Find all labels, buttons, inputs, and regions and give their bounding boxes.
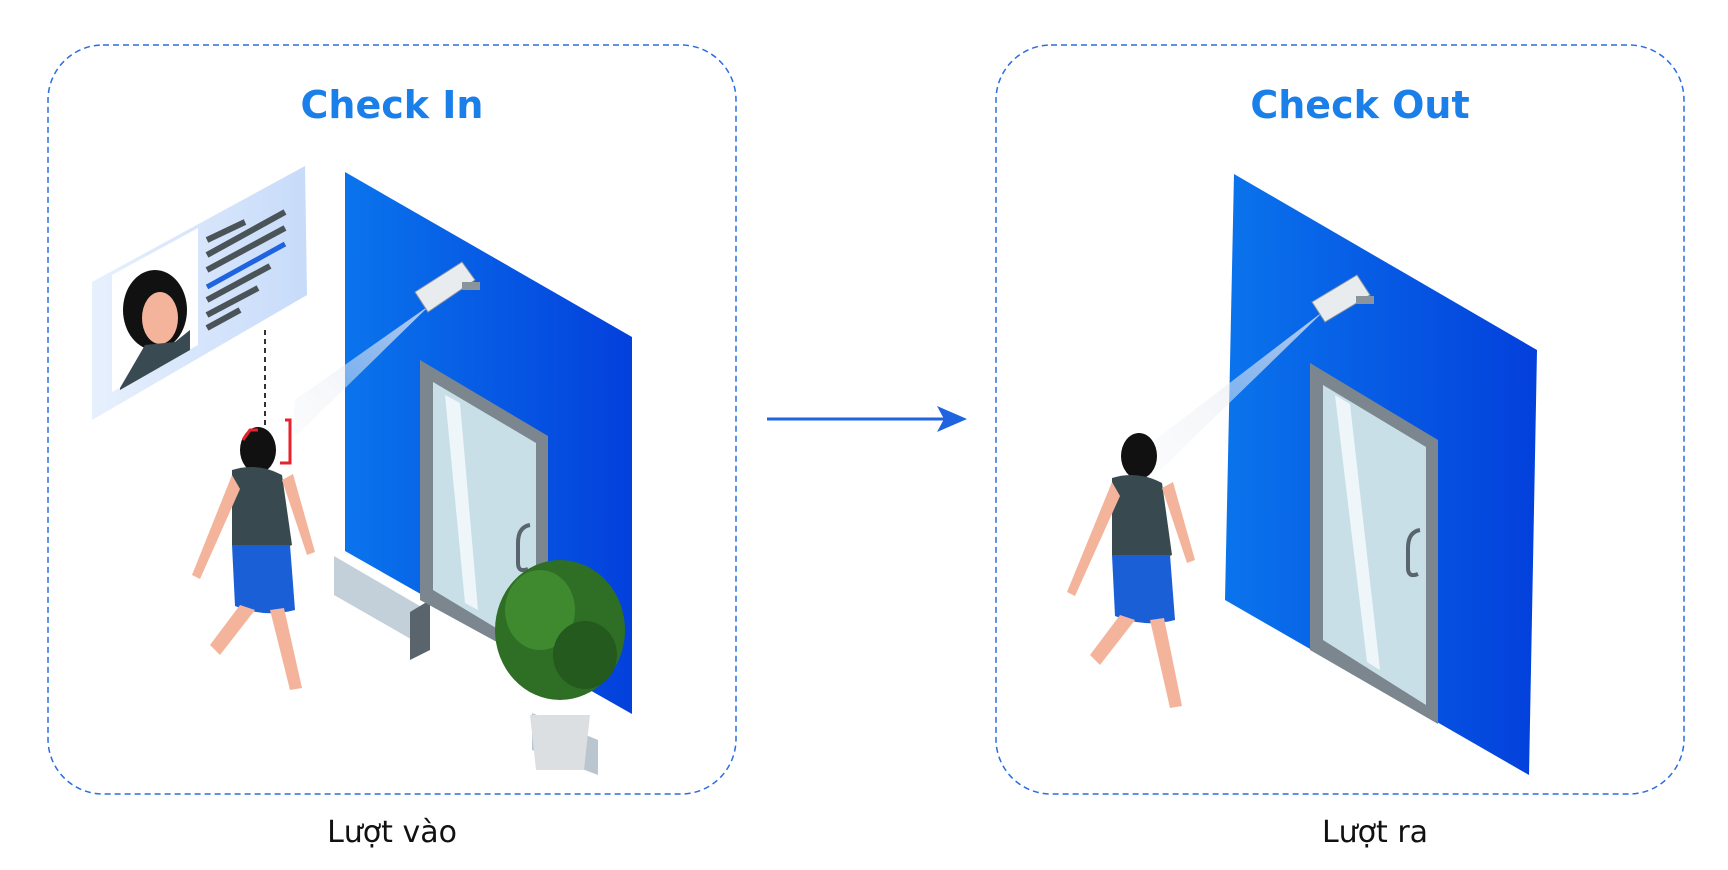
security-camera-icon	[414, 261, 480, 313]
check-in-caption: Lượt vào	[327, 815, 457, 850]
glass-door	[420, 360, 548, 670]
camera-beam	[1150, 310, 1325, 480]
id-card-icon	[92, 166, 307, 420]
face-detect-box	[241, 428, 258, 441]
check-out-frame	[995, 44, 1685, 795]
check-out-caption: Lượt ra	[1322, 815, 1428, 850]
arrow-icon	[767, 406, 967, 432]
check-out-panel: Check Out Lượt ra	[995, 44, 1685, 850]
check-in-title: Check In	[301, 83, 484, 127]
security-camera-icon	[1311, 274, 1374, 323]
check-in-panel: Check In	[47, 44, 737, 850]
person-walking-out	[1067, 433, 1195, 708]
check-out-title: Check Out	[1250, 83, 1469, 127]
camera-beam	[292, 305, 430, 440]
check-in-frame	[47, 44, 737, 795]
person-walking-in	[192, 418, 315, 690]
plant-icon	[495, 560, 625, 775]
glass-door	[1310, 363, 1438, 724]
